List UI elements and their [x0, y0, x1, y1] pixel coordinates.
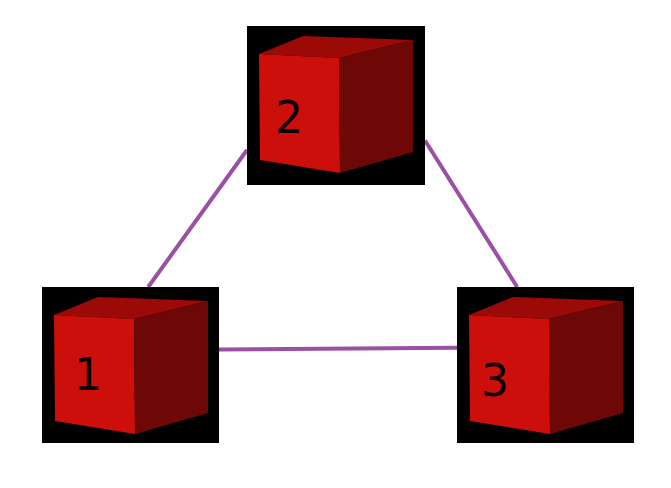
cube-side-face — [549, 301, 623, 434]
cube-box: 1 — [42, 287, 219, 443]
cube-box: 2 — [247, 26, 425, 185]
cube-illustration — [42, 287, 219, 443]
cube-number: 1 — [74, 353, 102, 397]
cube-number: 3 — [481, 359, 509, 403]
cube-number: 2 — [275, 96, 303, 140]
cube-side-face — [134, 301, 208, 434]
cube-front-face — [469, 315, 550, 434]
cube-front-face — [259, 54, 340, 173]
cube-box: 3 — [457, 287, 634, 443]
cube-illustration — [247, 26, 425, 185]
cube-front-face — [54, 315, 135, 434]
cube-side-face — [339, 40, 413, 173]
connector-line — [219, 348, 457, 350]
connector-line — [425, 140, 517, 287]
connector-line — [148, 150, 247, 287]
